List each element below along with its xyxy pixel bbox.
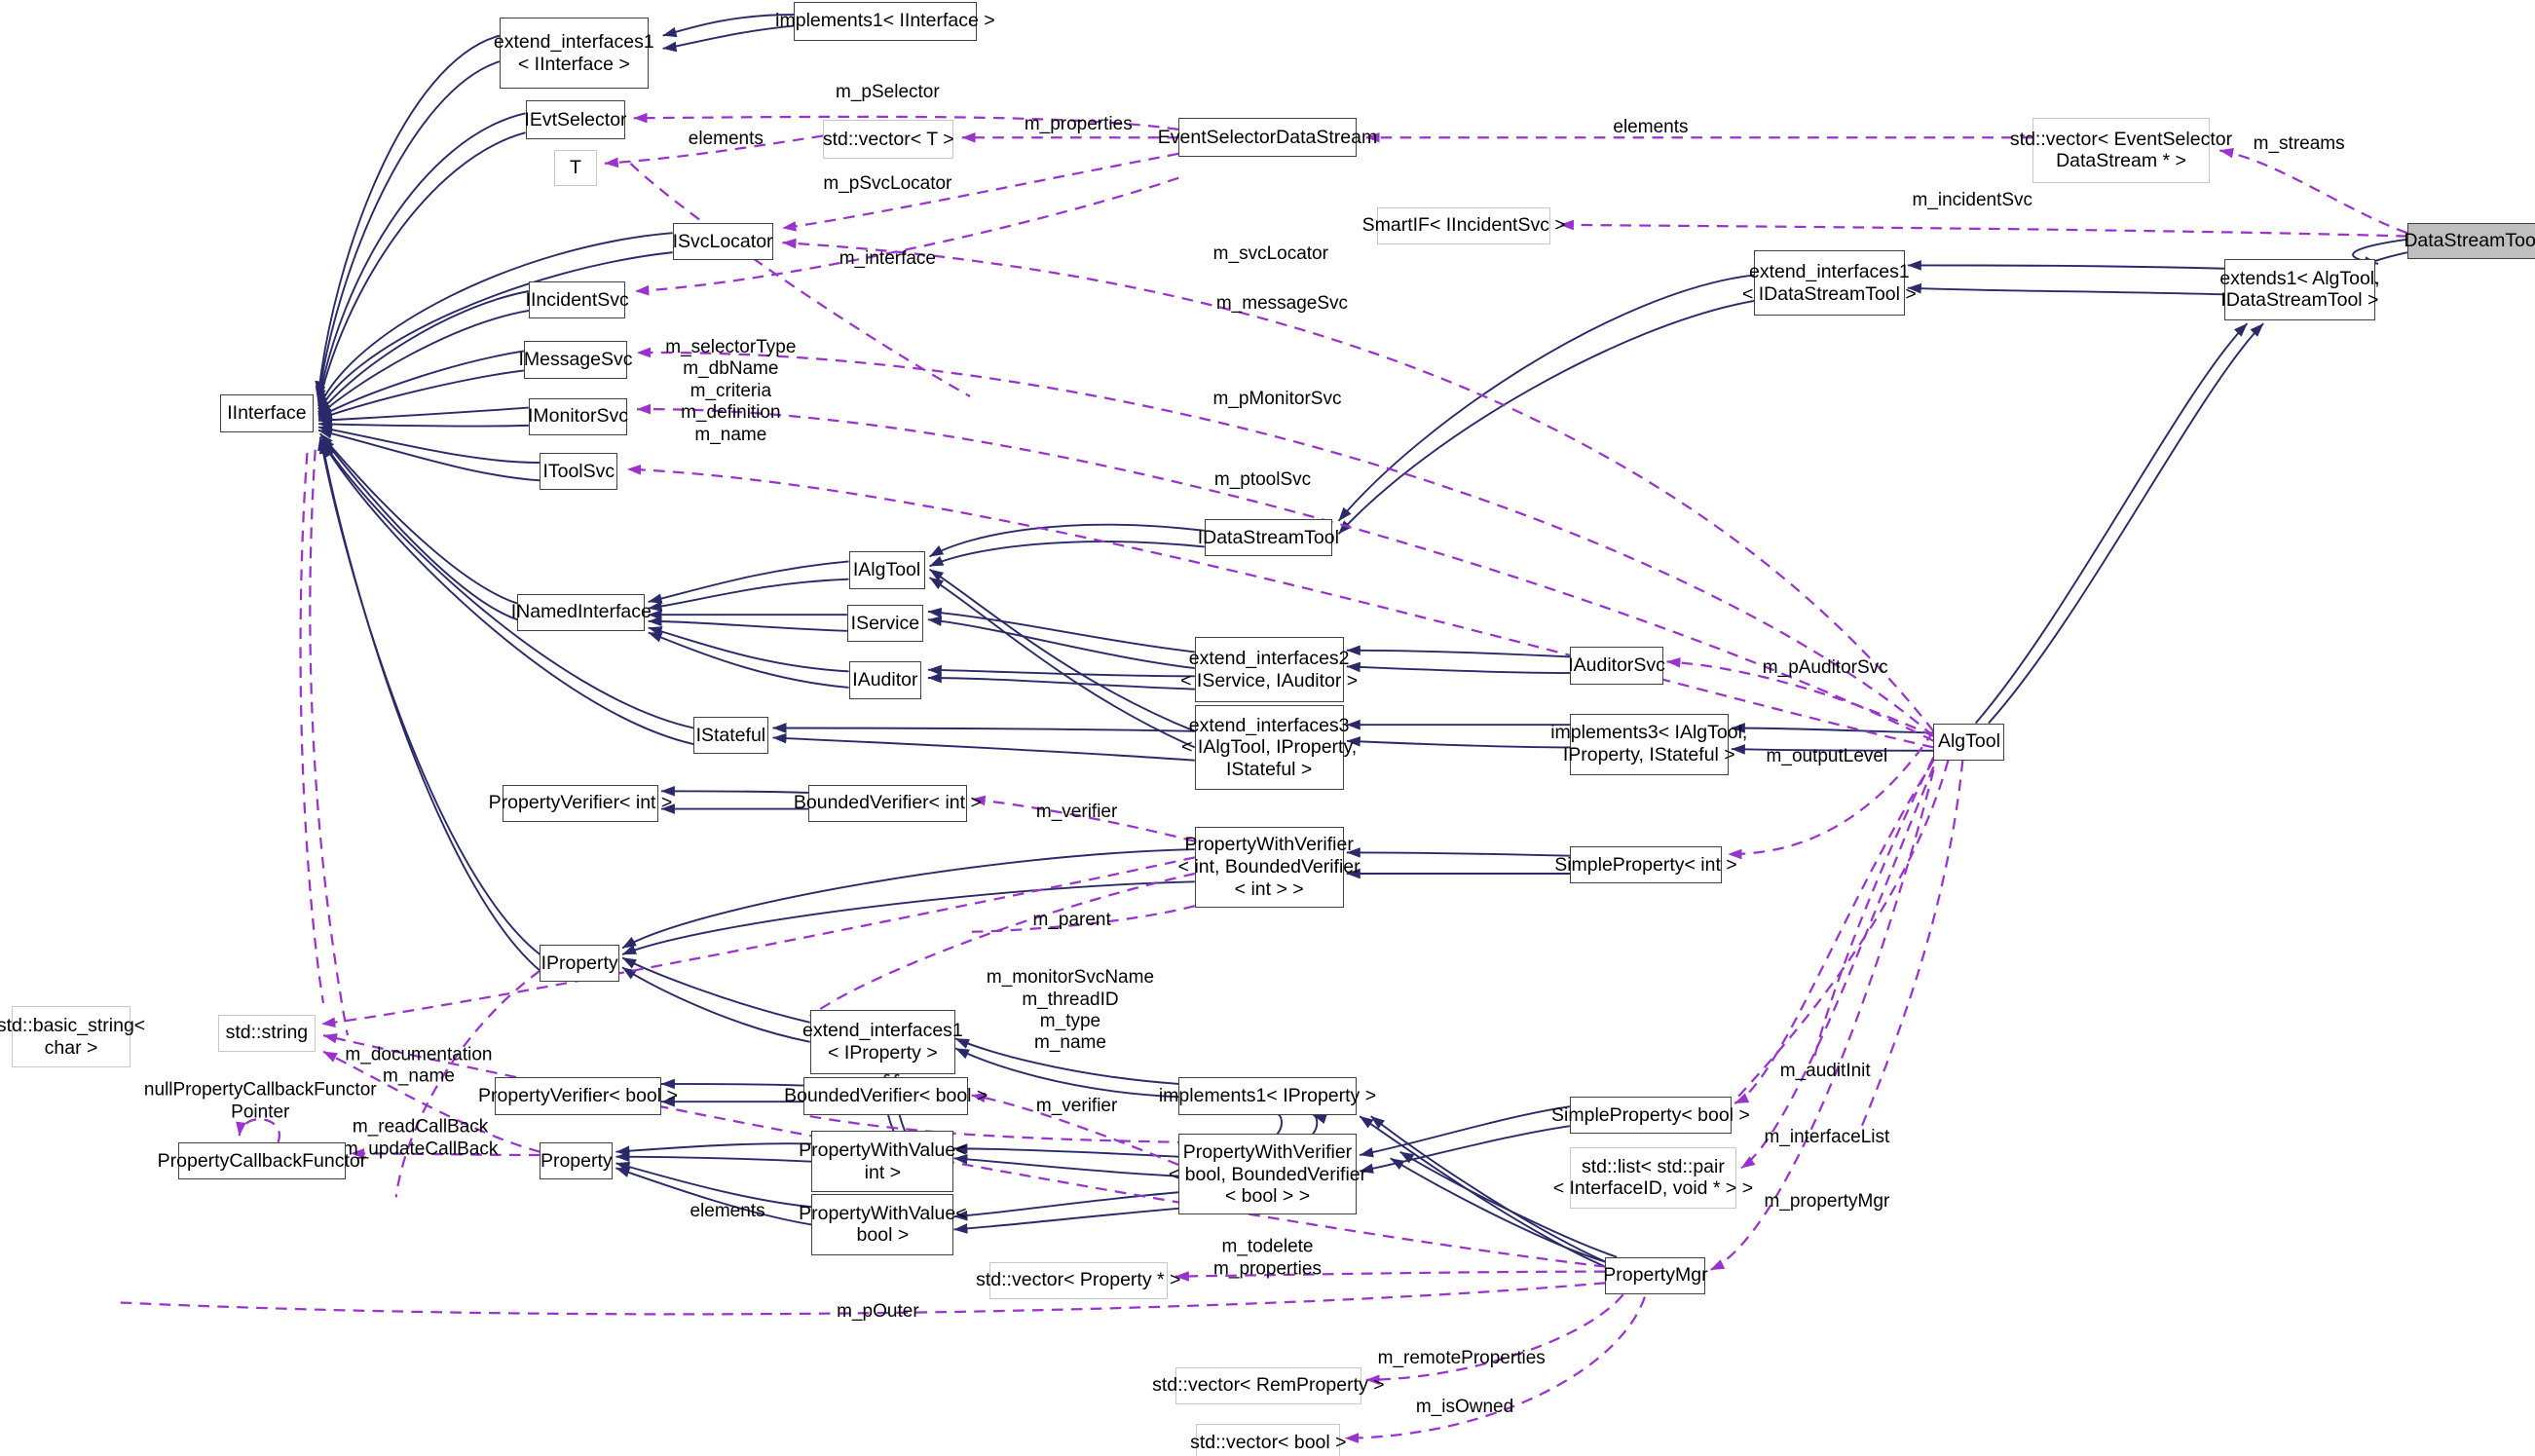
class-node-extend-interfaces1-iproperty[interactable]: extend_interfaces1 < IProperty > xyxy=(802,1009,963,1074)
edge-label: elements xyxy=(690,1200,765,1221)
edge-label: m_isOwned xyxy=(1415,1396,1514,1417)
edge-label: m_verifier xyxy=(1035,801,1118,822)
edge-label: m_pMonitorSvc xyxy=(1212,389,1342,410)
class-node-datastreamtool[interactable]: DataStreamTool xyxy=(2404,223,2535,259)
class-node-implements3-ialgtool[interactable]: implements3< IAlgTool, IProperty, IState… xyxy=(1550,713,1747,775)
edge-label: m_streams xyxy=(2253,132,2345,154)
class-node-vector-t[interactable]: std::vector< T > xyxy=(823,119,954,159)
class-node-iincidentsvc[interactable]: IIncidentSvc xyxy=(526,281,629,319)
class-node-iservice[interactable]: IService xyxy=(846,605,923,643)
class-node-ievtselector[interactable]: IEvtSelector xyxy=(524,99,627,139)
edge-label: m_pSvcLocator xyxy=(823,173,952,195)
class-node-iproperty[interactable]: IProperty xyxy=(540,945,619,983)
class-node-simpleproperty-bool[interactable]: SimpleProperty< bool > xyxy=(1551,1097,1750,1135)
edge-label: m_ptoolSvc xyxy=(1213,469,1312,491)
class-node-boundedverifier-int[interactable]: BoundedVerifier< int > xyxy=(794,784,982,822)
class-node-iauditor[interactable]: IAuditor xyxy=(848,661,922,699)
class-node-imonitorsvc[interactable]: IMonitorSvc xyxy=(528,397,628,435)
class-node-ialgtool[interactable]: IAlgTool xyxy=(848,551,925,589)
class-node-isvclocator[interactable]: ISvcLocator xyxy=(673,223,773,261)
class-node-itoolsvc[interactable]: IToolSvc xyxy=(540,453,618,491)
class-node-iauditorsvc[interactable]: IAuditorSvc xyxy=(1568,647,1665,685)
edge-label: m_propertyMgr xyxy=(1764,1191,1890,1212)
class-node-t[interactable]: T xyxy=(554,150,597,186)
edge-label: elements xyxy=(688,128,764,149)
class-node-propertyverifier-bool[interactable]: PropertyVerifier< bool > xyxy=(478,1077,678,1115)
class-node-implements1-iproperty[interactable]: implements1< IProperty > xyxy=(1159,1077,1376,1115)
class-node-propertyverifier-int[interactable]: PropertyVerifier< int > xyxy=(489,784,672,822)
class-node-extend-interfaces1-idatastreamtool[interactable]: extend_interfaces1 < IDataStreamTool > xyxy=(1742,250,1917,316)
class-node-idatastreamtool[interactable]: IDataStreamTool xyxy=(1198,519,1339,557)
edge-label: m_incidentSvc xyxy=(1912,189,2033,210)
class-node-basic-string-char[interactable]: std::basic_string< char > xyxy=(0,1006,145,1068)
edge-label: m_parent xyxy=(1032,909,1111,930)
class-node-vector-property-ptr[interactable]: std::vector< Property * > xyxy=(976,1261,1180,1299)
class-node-propertymgr[interactable]: PropertyMgr xyxy=(1603,1256,1708,1294)
class-node-imessagesvc[interactable]: IMessageSvc xyxy=(518,341,633,379)
class-node-propertywithvalue-bool[interactable]: PropertyWithValue< bool > xyxy=(799,1193,967,1255)
edge-label: m_messageSvc xyxy=(1215,293,1349,315)
class-node-vector-remproperty[interactable]: std::vector< RemProperty > xyxy=(1152,1366,1385,1404)
class-node-boundedverifier-bool[interactable]: BoundedVerifier< bool > xyxy=(784,1077,988,1115)
class-node-extend-interfaces2[interactable]: extend_interfaces2 < IService, IAuditor … xyxy=(1180,637,1358,702)
edge-label: m_todelete m_properties xyxy=(1213,1236,1322,1280)
edge-label: m_interfaceList xyxy=(1764,1126,1890,1147)
class-node-inamedinterface[interactable]: INamedInterface xyxy=(511,593,652,631)
class-node-vector-bool[interactable]: std::vector< bool > xyxy=(1190,1423,1347,1456)
edge-label: m_svcLocator xyxy=(1212,243,1328,264)
class-node-algtool[interactable]: AlgTool xyxy=(1933,723,2005,761)
class-node-smartif-iincidentsvc[interactable]: SmartIF< IIncidentSvc > xyxy=(1362,206,1566,244)
class-node-extend-interfaces3[interactable]: extend_interfaces3 < IAlgTool, IProperty… xyxy=(1181,705,1357,790)
class-node-eventselectordatastream[interactable]: EventSelectorDataStream xyxy=(1158,118,1377,158)
class-node-list-pair-interfaceid[interactable]: std::list< std::pair < InterfaceID, void… xyxy=(1553,1146,1753,1209)
edge-label: m_pOuter xyxy=(837,1300,919,1322)
class-node-implements1-iinterface[interactable]: implements1< IInterface > xyxy=(775,1,995,41)
class-node-istateful[interactable]: IStateful xyxy=(693,716,768,755)
class-node-std-string[interactable]: std::string xyxy=(218,1014,316,1052)
class-node-property[interactable]: Property xyxy=(540,1141,614,1179)
class-node-propertywithverifier-bool[interactable]: PropertyWithVerifier < bool, BoundedVeri… xyxy=(1169,1134,1366,1215)
class-node-propertywithverifier-int[interactable]: PropertyWithVerifier < int, BoundedVerif… xyxy=(1178,826,1361,908)
class-node-vector-eventselectordatastream[interactable]: std::vector< EventSelector DataStream * … xyxy=(2010,118,2232,183)
edge-label: m_pAuditorSvc xyxy=(1762,656,1888,678)
edge-label: m_outputLevel xyxy=(1766,746,1888,767)
class-node-iinterface[interactable]: IInterface xyxy=(219,394,315,432)
class-node-simpleproperty-int[interactable]: SimpleProperty< int > xyxy=(1554,845,1737,883)
edge-label: nullPropertyCallbackFunctor Pointer xyxy=(143,1079,377,1123)
class-node-propertycallbackfunctor[interactable]: PropertyCallbackFunctor xyxy=(158,1141,366,1179)
edge-label: m_properties xyxy=(1024,113,1133,134)
edge-label: elements xyxy=(1613,117,1689,138)
class-node-extend-interfaces1-iinterface[interactable]: extend_interfaces1 < IInterface > xyxy=(494,18,654,90)
edge-label: m_selectorType m_dbName m_criteria m_def… xyxy=(665,336,797,445)
edge-label: m_monitorSvcName m_threadID m_type m_nam… xyxy=(986,967,1155,1054)
edge-label: m_remoteProperties xyxy=(1377,1348,1546,1369)
class-node-propertywithvalue-int[interactable]: PropertyWithValue< int > xyxy=(799,1131,967,1193)
class-node-extends1-algtool-idatastreamtool[interactable]: extends1< AlgTool, IDataStreamTool > xyxy=(2219,258,2380,320)
edge-label: m_verifier xyxy=(1035,1095,1118,1116)
edge-label: m_auditInit xyxy=(1779,1060,1871,1081)
edge-label: m_pSelector xyxy=(836,81,940,102)
edge-label: m_interface xyxy=(839,247,937,269)
